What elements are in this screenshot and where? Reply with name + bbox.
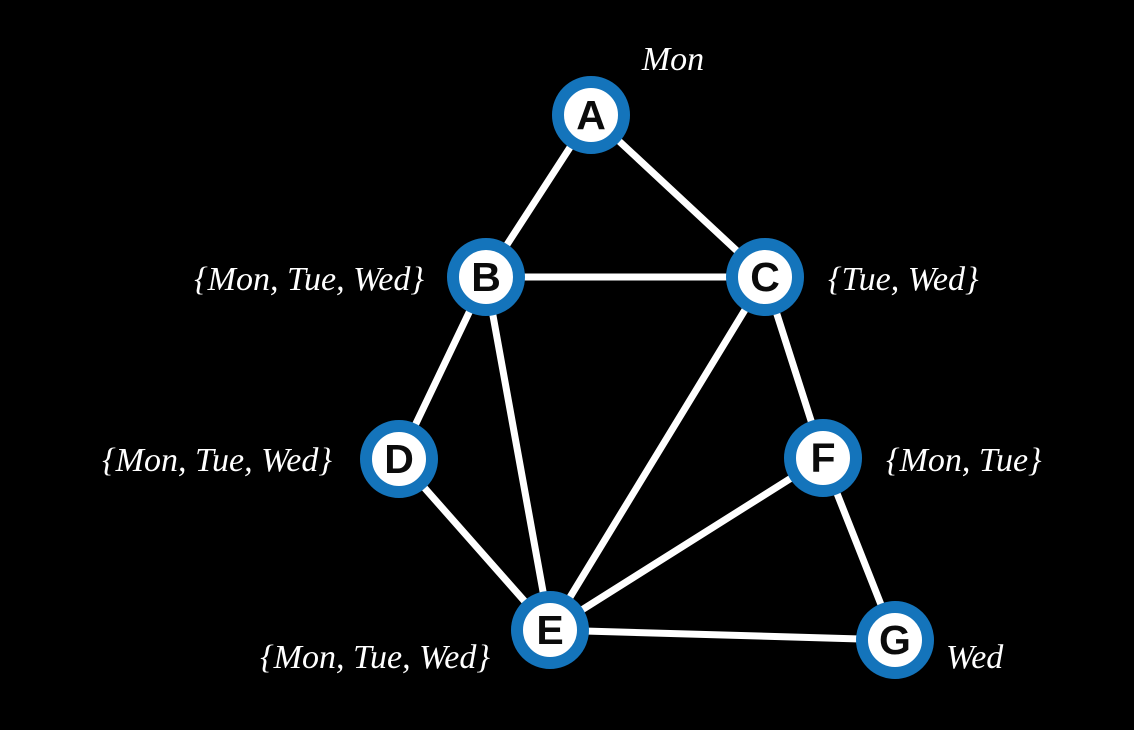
domain-label-B: {Mon, Tue, Wed} <box>194 261 424 298</box>
domain-label-C: {Tue, Wed} <box>828 261 979 298</box>
node-B: B <box>447 238 525 316</box>
node-letter-B: B <box>471 254 501 300</box>
node-letter-E: E <box>536 607 563 653</box>
node-D: D <box>360 420 438 498</box>
node-letter-C: C <box>750 254 780 300</box>
node-letter-A: A <box>576 92 606 138</box>
labels-layer: Mon {Mon, Tue, Wed} {Tue, Wed} {Mon, Tue, W… <box>102 41 1042 676</box>
node-circle-B <box>447 238 525 316</box>
domain-label-E: {Mon, Tue, Wed} <box>260 639 490 676</box>
node-circle-F <box>784 419 862 497</box>
node-letter-F: F <box>810 435 835 481</box>
node-F: F <box>784 419 862 497</box>
edge-E-G <box>546 626 899 644</box>
node-letter-D: D <box>384 436 414 482</box>
node-E: E <box>511 591 589 669</box>
edge-E-F <box>546 454 827 634</box>
node-circle-A <box>552 76 630 154</box>
node-circle-C <box>726 238 804 316</box>
node-G: G <box>856 601 934 679</box>
node-C: C <box>726 238 804 316</box>
node-circle-E <box>511 591 589 669</box>
edge-A-C <box>587 111 769 281</box>
edge-C-E <box>546 273 769 634</box>
nodes-layer: A B C D F E G <box>360 76 934 679</box>
domain-label-G: Wed <box>946 639 1004 676</box>
edges-layer <box>395 111 899 644</box>
edge-B-E <box>482 273 554 634</box>
domain-label-A: Mon <box>641 41 704 78</box>
node-circle-G <box>856 601 934 679</box>
node-circle-D <box>360 420 438 498</box>
node-letter-G: G <box>879 617 911 663</box>
domain-label-F: {Mon, Tue} <box>886 442 1042 479</box>
node-A: A <box>552 76 630 154</box>
domain-label-D: {Mon, Tue, Wed} <box>102 442 332 479</box>
